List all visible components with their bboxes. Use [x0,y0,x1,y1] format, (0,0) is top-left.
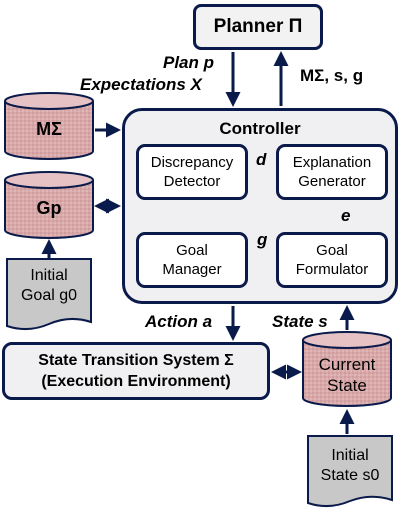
initial-goal-line2: Goal g0 [20,287,78,304]
discrepancy-detector-box: Discrepancy Detector [136,144,248,200]
action-label: Action a [145,312,213,331]
explanation-generator-line2: Generator [298,173,366,190]
sts-line2: (Execution Environment) [41,373,231,390]
feedback-label: MΣ, s, g [300,66,364,85]
goal-formulator-line1: Goal [316,242,348,259]
current-state-line1: Current [318,355,376,374]
discrepancy-detector-line2: Detector [163,173,221,190]
g-label: g [257,230,268,249]
initial-state-label: Initial State s0 [308,446,392,486]
model-store-label: MΣ [36,119,62,139]
explanation-generator-box: Explanation Generator [276,144,388,200]
initial-goal-line1: Initial [30,267,68,284]
initial-goal-label: Initial Goal g0 [7,266,91,306]
goal-formulator-box: Goal Formulator [276,232,388,288]
initial-state-line1: Initial [331,447,369,464]
goal-formulator-line2: Formulator [295,261,369,278]
planner-box: Planner Π [193,4,323,50]
initial-state-line2: State s0 [320,467,380,484]
goal-manager-box: Goal Manager [136,232,248,288]
goals-store-label: Gp [36,198,62,218]
discrepancy-detector-line1: Discrepancy [150,154,234,171]
state-transition-system-box: State Transition System Σ (Execution Env… [2,342,270,400]
e-label: e [341,206,351,225]
initial-state-document [307,435,393,507]
state-label: State s [272,312,328,331]
planner-label: Planner Π [213,16,303,37]
goals-store-cylinder [4,171,94,239]
sts-line1: State Transition System Σ [38,352,234,369]
goal-manager-line2: Manager [162,261,222,278]
model-store-cylinder [4,92,94,160]
explanation-generator-line1: Explanation [292,154,372,171]
current-state-line2: State [327,376,367,395]
goal-manager-line1: Goal [176,242,208,259]
current-state-cylinder [302,331,392,407]
current-state-label: Current State [303,354,391,396]
plan-label: Plan p [163,53,215,72]
controller-label: Controller [219,119,301,138]
expectations-label: Expectations X [80,75,202,94]
initial-goal-document [6,258,92,330]
d-label: d [256,150,267,169]
